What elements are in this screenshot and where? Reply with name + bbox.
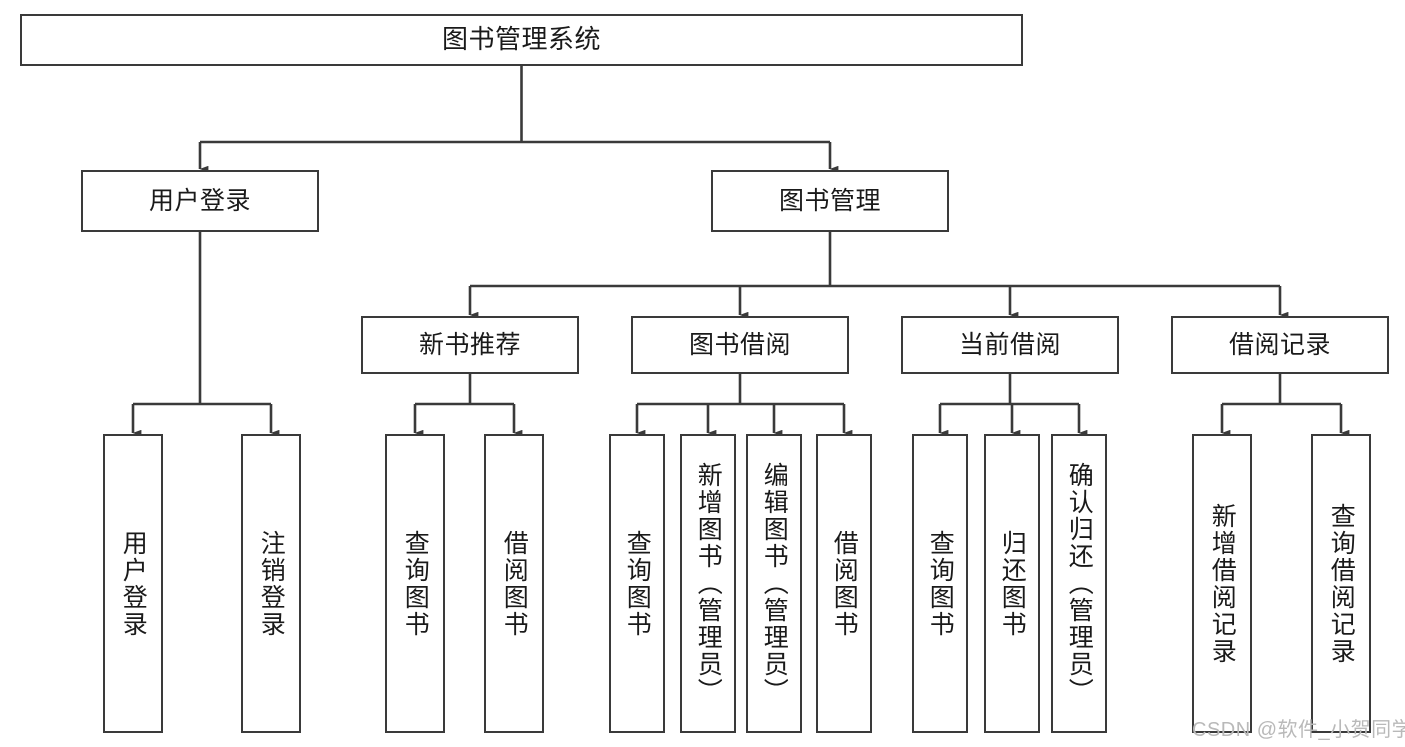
node-leaf-11-label: 新增借阅记录 bbox=[1208, 502, 1237, 665]
node-leaf-6-label: 编辑图书（管理员） bbox=[760, 462, 789, 705]
node-leaf-6[interactable]: 编辑图书（管理员） bbox=[746, 434, 802, 733]
node-level3-3-label: 借阅记录 bbox=[1228, 330, 1331, 359]
node-leaf-2-label: 查询图书 bbox=[401, 529, 430, 638]
node-leaf-5[interactable]: 新增图书（管理员） bbox=[680, 434, 736, 733]
node-level2-1-label: 图书管理 bbox=[778, 186, 881, 215]
node-level2-1[interactable]: 图书管理 bbox=[711, 170, 949, 232]
node-level3-2-label: 当前借阅 bbox=[958, 330, 1061, 359]
node-leaf-3-label: 借阅图书 bbox=[500, 529, 529, 638]
node-root-system-label: 图书管理系统 bbox=[441, 24, 601, 55]
node-level3-1[interactable]: 图书借阅 bbox=[631, 316, 849, 374]
node-leaf-8[interactable]: 查询图书 bbox=[912, 434, 968, 733]
node-level2-0[interactable]: 用户登录 bbox=[81, 170, 319, 232]
node-leaf-10[interactable]: 确认归还（管理员） bbox=[1051, 434, 1107, 733]
csdn-watermark: CSDN @软件_小贺同学 bbox=[1192, 719, 1405, 741]
node-leaf-10-label: 确认归还（管理员） bbox=[1065, 462, 1094, 705]
node-level3-3[interactable]: 借阅记录 bbox=[1171, 316, 1389, 374]
node-leaf-8-label: 查询图书 bbox=[926, 529, 955, 638]
node-leaf-3[interactable]: 借阅图书 bbox=[484, 434, 544, 733]
node-leaf-1[interactable]: 注销登录 bbox=[241, 434, 301, 733]
node-level3-1-label: 图书借阅 bbox=[688, 330, 791, 359]
node-leaf-12[interactable]: 查询借阅记录 bbox=[1311, 434, 1371, 733]
node-leaf-4[interactable]: 查询图书 bbox=[609, 434, 665, 733]
node-leaf-7-label: 借阅图书 bbox=[830, 529, 859, 638]
node-level2-0-label: 用户登录 bbox=[148, 186, 251, 215]
node-level3-0[interactable]: 新书推荐 bbox=[361, 316, 579, 374]
node-leaf-12-label: 查询借阅记录 bbox=[1327, 502, 1356, 665]
node-leaf-11[interactable]: 新增借阅记录 bbox=[1192, 434, 1252, 733]
node-leaf-0[interactable]: 用户登录 bbox=[103, 434, 163, 733]
node-leaf-0-label: 用户登录 bbox=[119, 529, 148, 638]
node-leaf-9[interactable]: 归还图书 bbox=[984, 434, 1040, 733]
node-leaf-9-label: 归还图书 bbox=[998, 529, 1027, 638]
node-leaf-4-label: 查询图书 bbox=[623, 529, 652, 638]
node-leaf-2[interactable]: 查询图书 bbox=[385, 434, 445, 733]
node-leaf-5-label: 新增图书（管理员） bbox=[694, 462, 723, 705]
node-level3-0-label: 新书推荐 bbox=[418, 330, 521, 359]
node-root-system[interactable]: 图书管理系统 bbox=[20, 14, 1023, 66]
node-leaf-1-label: 注销登录 bbox=[257, 529, 286, 638]
node-leaf-7[interactable]: 借阅图书 bbox=[816, 434, 872, 733]
node-level3-2[interactable]: 当前借阅 bbox=[901, 316, 1119, 374]
